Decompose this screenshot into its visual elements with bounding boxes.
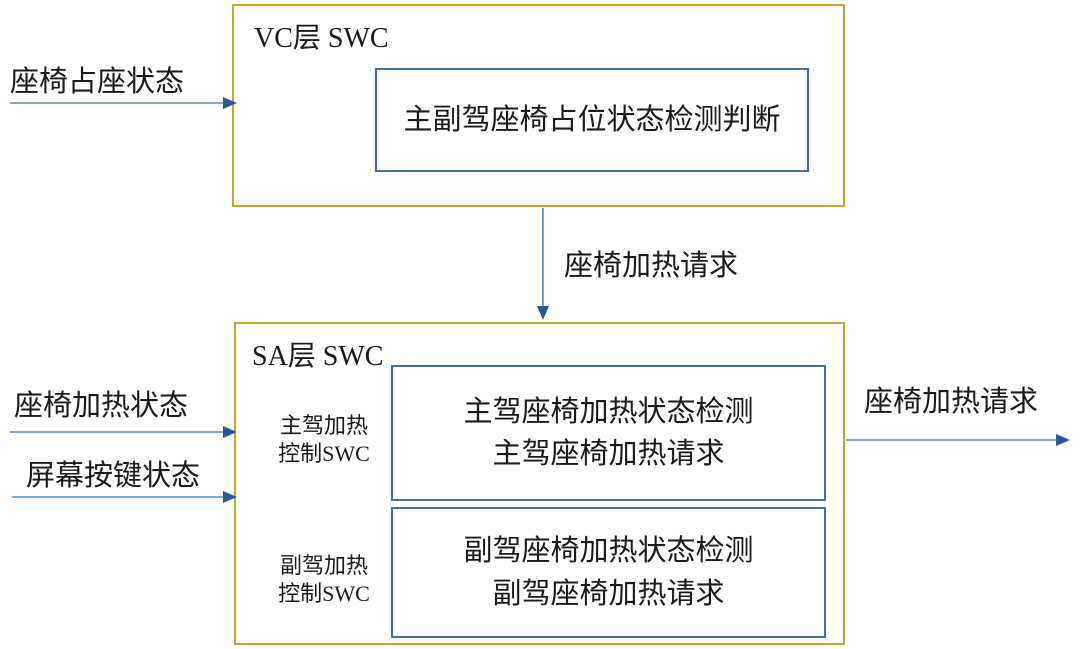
driver-heating-swc-label: 主驾加热 控制SWC (264, 412, 384, 467)
seat-occupancy-status-label: 座椅占座状态 (10, 66, 185, 98)
driver-heating-request-label: 主驾座椅加热请求 (492, 438, 725, 470)
seat-heating-status-label: 座椅加热状态 (14, 390, 189, 422)
passenger-heating-component-box: 副驾座椅加热状态检测 副驾座椅加热请求 (391, 507, 826, 638)
passenger-heating-swc-label-line1: 副驾加热 (279, 553, 368, 578)
passenger-heating-request-label: 副驾座椅加热请求 (492, 577, 725, 610)
seat-heating-request-out-label: 座椅加热请求 (864, 386, 1039, 418)
vc-layer-box: VC层 SWC 主副驾座椅占位状态检测判断 (232, 4, 845, 207)
driver-heating-swc-label-line1: 主驾加热 (279, 413, 368, 438)
arrow-seat-occupancy-into-vc (10, 97, 237, 109)
passenger-heating-detect-label: 副驾座椅加热状态检测 (463, 535, 754, 568)
sa-layer-title: SA层 SWC (252, 341, 384, 372)
driver-heating-component-box: 主驾座椅加热状态检测 主驾座椅加热请求 (391, 365, 826, 501)
vc-occupancy-component-label: 主副驾座椅占位状态检测判断 (403, 103, 781, 136)
driver-heating-swc-label-line2: 控制SWC (278, 440, 370, 466)
sa-layer-box: SA层 SWC 主驾加热 控制SWC 副驾加热 控制SWC 主驾座椅加热状态检测… (234, 322, 845, 645)
vc-occupancy-component-box: 主副驾座椅占位状态检测判断 (375, 68, 809, 172)
screen-button-status-label: 屏幕按键状态 (26, 460, 201, 492)
arrow-seat-heating-request-out (846, 434, 1070, 446)
vc-layer-title: VC层 SWC (254, 23, 389, 54)
arrow-screen-button-status-into-sa (12, 491, 237, 503)
passenger-heating-swc-label-line2: 控制SWC (278, 580, 370, 606)
driver-heating-detect-label: 主驾座椅加热状态检测 (463, 395, 754, 428)
arrow-seat-heating-status-into-sa (10, 426, 237, 438)
passenger-heating-swc-label: 副驾加热 控制SWC (264, 552, 384, 607)
seat-heating-request-mid-label: 座椅加热请求 (564, 250, 739, 282)
arrow-vc-to-sa (537, 208, 549, 320)
